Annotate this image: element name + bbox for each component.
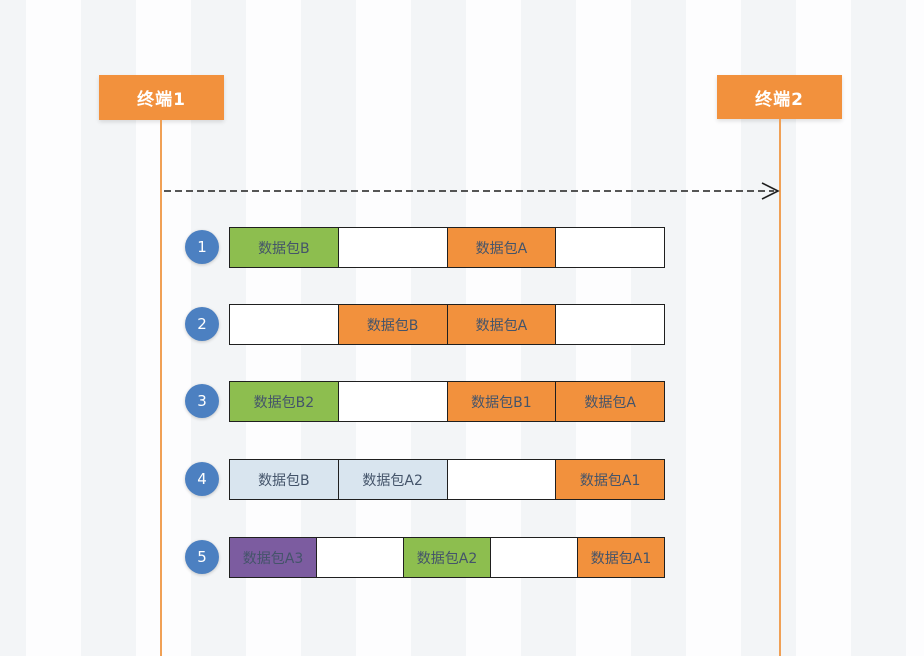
sequence-row: 5 数据包A3 数据包A2 数据包A1 — [0, 537, 924, 578]
packet-label: 数据包A — [584, 394, 636, 411]
packet-label: 数据包B — [258, 472, 310, 489]
packet-cell: 数据包A — [556, 382, 664, 421]
packet-cell: 数据包A2 — [404, 538, 491, 577]
packet-bar: 数据包B 数据包A — [229, 227, 665, 268]
packet-label: 数据包A — [475, 317, 528, 334]
packet-bar: 数据包B 数据包A — [229, 304, 665, 345]
terminal-2-box: 终端2 — [717, 75, 842, 119]
packet-label: 数据包A3 — [242, 550, 304, 567]
packet-label: 数据包B — [258, 240, 310, 257]
packet-cell: 数据包A — [447, 228, 557, 267]
packet-cell — [230, 305, 339, 344]
packet-cell: 数据包B — [338, 305, 448, 344]
step-number-badge: 2 — [185, 307, 219, 341]
packet-cell: 数据包A3 — [230, 538, 317, 577]
packet-cell: 数据包B2 — [230, 382, 339, 421]
packet-cell: 数据包B — [230, 228, 339, 267]
step-number: 4 — [197, 470, 207, 488]
step-number: 5 — [197, 548, 207, 566]
packet-bar: 数据包A3 数据包A2 数据包A1 — [229, 537, 665, 578]
packet-cell — [447, 460, 557, 499]
packet-cell — [556, 228, 664, 267]
packet-cell: 数据包A2 — [338, 460, 448, 499]
arrowhead-icon — [761, 182, 780, 200]
terminal-1-box: 终端1 — [99, 75, 224, 120]
packet-cell — [338, 382, 448, 421]
step-number-badge: 4 — [185, 462, 219, 496]
packet-cell — [317, 538, 404, 577]
packet-bar: 数据包B2 数据包B1 数据包A — [229, 381, 665, 422]
packet-label: 数据包A2 — [416, 550, 478, 567]
packet-cell: 数据包B — [230, 460, 339, 499]
packet-cell — [338, 228, 448, 267]
packet-cell — [556, 305, 664, 344]
packet-cell: 数据包B1 — [447, 382, 557, 421]
packet-cell: 数据包A1 — [578, 538, 664, 577]
sequence-row: 4 数据包B 数据包A2 数据包A1 — [0, 459, 924, 500]
step-number-badge: 3 — [185, 384, 219, 418]
step-number: 2 — [197, 315, 207, 333]
packet-label: 数据包A1 — [590, 550, 652, 567]
sequence-row: 3 数据包B2 数据包B1 数据包A — [0, 381, 924, 422]
terminal-1-label: 终端1 — [137, 90, 186, 110]
step-number: 1 — [197, 238, 207, 256]
packet-label: 数据包B1 — [471, 394, 532, 411]
packet-label: 数据包A — [475, 240, 528, 257]
step-number: 3 — [197, 392, 207, 410]
sequence-row: 2 数据包B 数据包A — [0, 304, 924, 345]
packet-label: 数据包A2 — [362, 472, 423, 489]
step-number-badge: 1 — [185, 230, 219, 264]
packet-cell: 数据包A1 — [556, 460, 664, 499]
step-number-badge: 5 — [185, 540, 219, 574]
terminal-2-lifeline — [779, 119, 781, 656]
terminal-2-label: 终端2 — [755, 89, 804, 110]
packet-cell: 数据包A — [447, 305, 557, 344]
packet-bar: 数据包B 数据包A2 数据包A1 — [229, 459, 665, 500]
packet-label: 数据包B2 — [253, 394, 315, 411]
packet-label: 数据包B — [366, 317, 419, 334]
packet-cell — [491, 538, 578, 577]
sequence-row: 1 数据包B 数据包A — [0, 227, 924, 268]
packet-label: 数据包A1 — [579, 472, 641, 489]
terminal-1-lifeline — [160, 120, 162, 656]
